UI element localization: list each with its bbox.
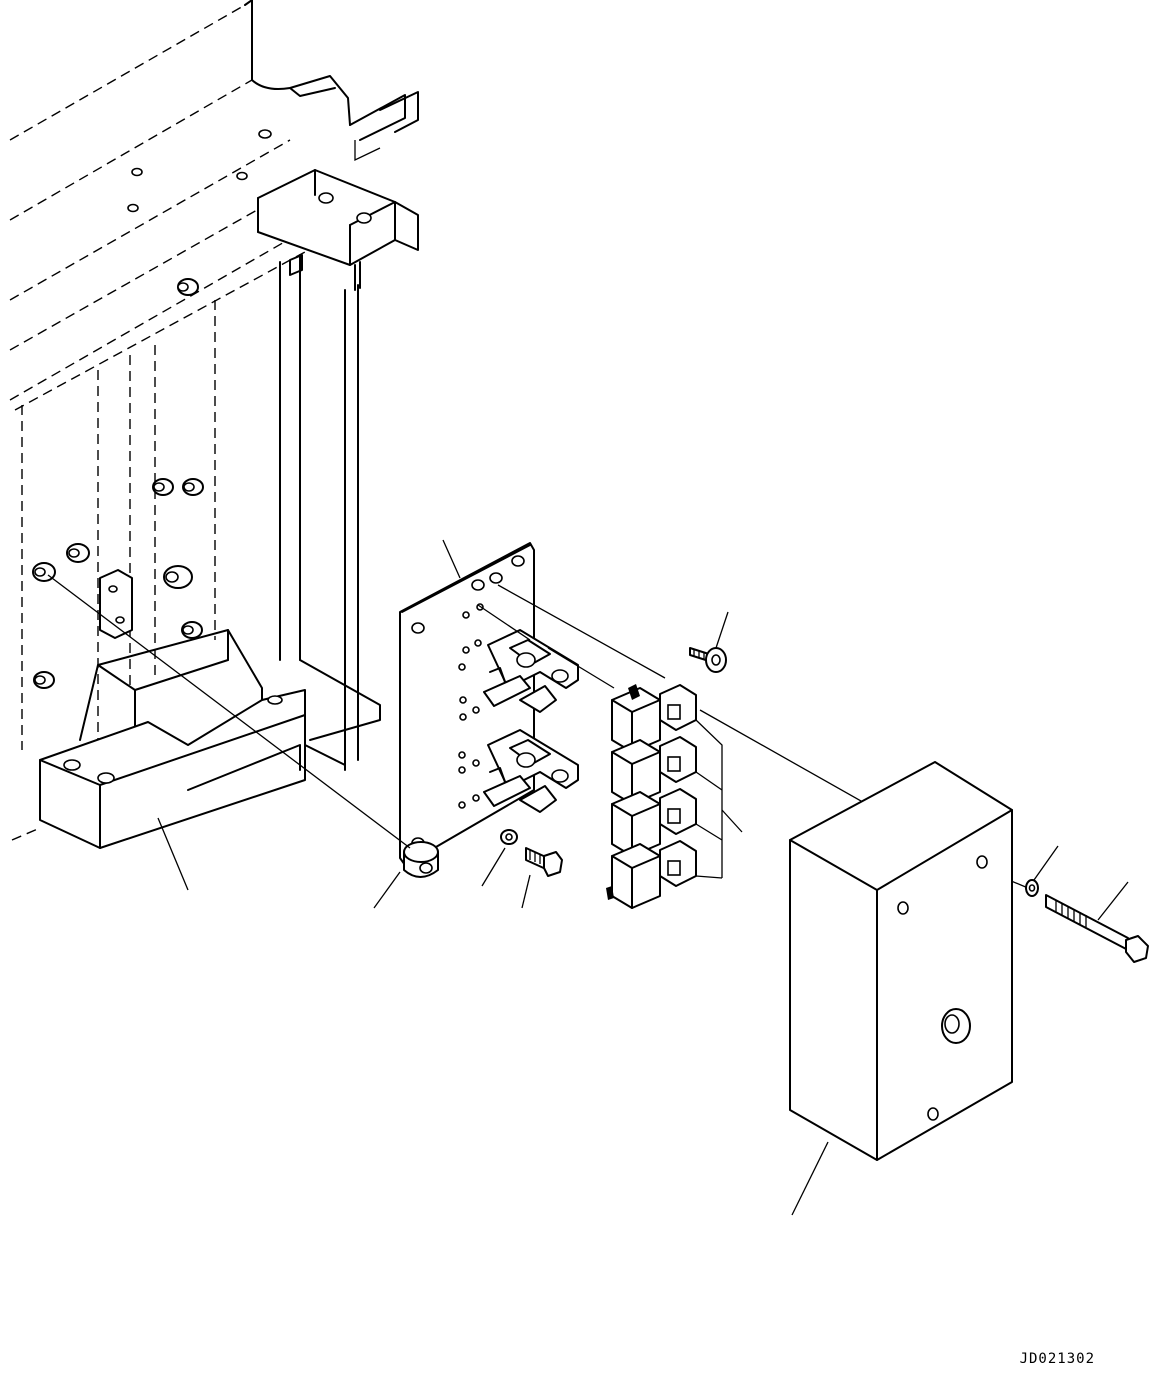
fuse-holder-upper (483, 629, 579, 713)
bolt-and-washer (1025, 845, 1149, 963)
frame-bolts (32, 278, 204, 689)
relay-bank (606, 611, 743, 909)
machine-frame (9, 0, 419, 891)
relay-1 (611, 684, 697, 753)
relay-3 (611, 788, 697, 857)
relay-2 (611, 736, 697, 805)
relay-4 (606, 840, 697, 909)
fuse-holder-lower (483, 729, 579, 813)
plate-holes (458, 603, 484, 809)
mounting-plate (373, 539, 579, 909)
relay-cover (789, 761, 1013, 1216)
drawing-code: JD021302 (1019, 1351, 1095, 1367)
